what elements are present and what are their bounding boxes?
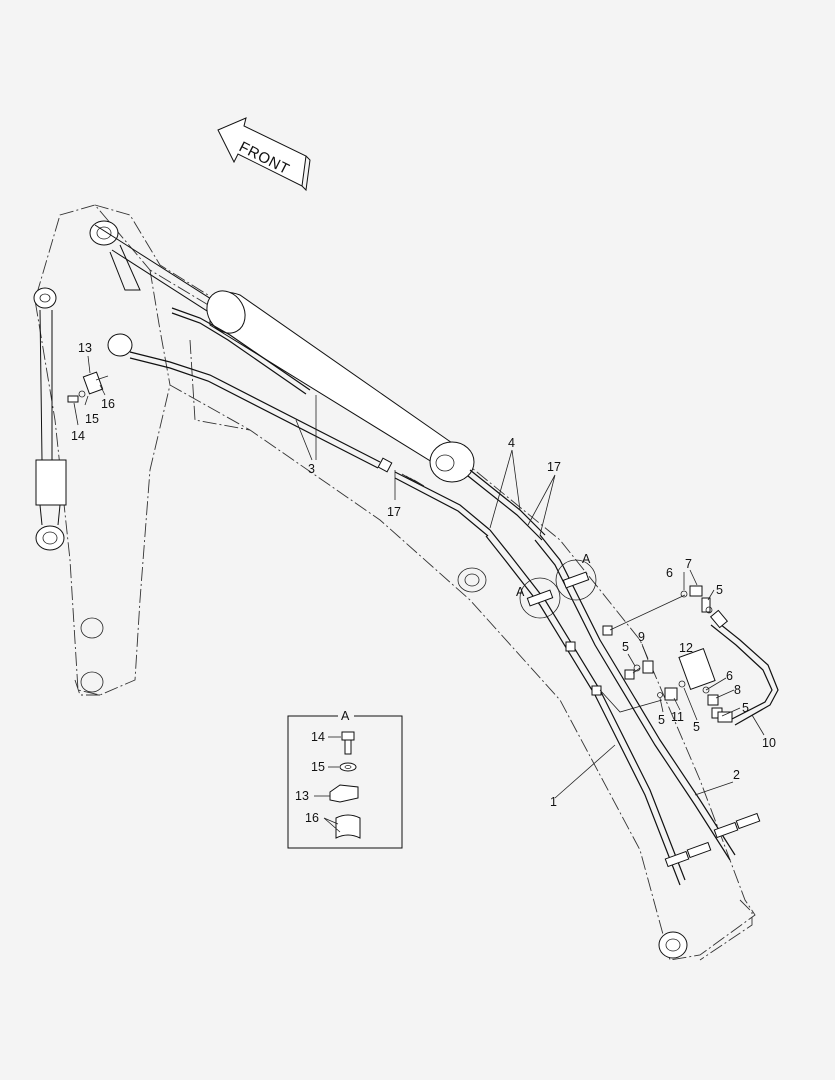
- label-5-upper: 5: [716, 583, 723, 597]
- label-5-low: 5: [658, 713, 665, 727]
- detail-label-15: 15: [311, 760, 325, 774]
- boom-cylinder: [33, 287, 67, 551]
- label-5-lower: 5: [693, 720, 700, 734]
- detail-label-14: 14: [311, 730, 325, 744]
- label-6-upper: 6: [666, 566, 673, 580]
- label-11: 11: [671, 710, 684, 724]
- label-3: 3: [308, 462, 315, 476]
- detail-label-13: 13: [295, 789, 309, 803]
- label-5-right: 5: [742, 701, 749, 715]
- label-1: 1: [550, 795, 557, 809]
- label-12: 12: [679, 641, 693, 655]
- clamp-plate: [329, 784, 359, 803]
- detail-label-16: 16: [305, 811, 319, 825]
- washer: [339, 762, 357, 772]
- label-9: 9: [638, 630, 645, 644]
- label-7: 7: [685, 557, 692, 571]
- label-8: 8: [734, 683, 741, 697]
- label-view-a-lower: A: [516, 585, 525, 599]
- clip-assembly-small: [67, 371, 109, 403]
- pipe-1-and-2: [485, 529, 736, 886]
- detail-view-title: A: [341, 709, 350, 723]
- label-view-a-upper: A: [582, 552, 591, 566]
- label-10: 10: [762, 736, 776, 750]
- label-16: 16: [101, 397, 115, 411]
- leader-lines: [599, 594, 686, 713]
- callout-leaders: [73, 355, 765, 799]
- label-6-lower: 6: [726, 669, 733, 683]
- label-4: 4: [508, 436, 515, 450]
- callout-labels: 13 16 15 14 3 17 4 17 A A 6 7 5 5 9 12 6…: [71, 341, 776, 809]
- detail-view-a: A 14 15 13 16: [287, 708, 403, 849]
- boom-pivot-bosses: [80, 220, 688, 959]
- label-15: 15: [85, 412, 99, 426]
- label-17: 17: [387, 505, 401, 519]
- arm-cylinder: [94, 224, 475, 483]
- hose-17: [394, 469, 546, 541]
- bolt-head: [341, 731, 355, 741]
- bolt-shank: [344, 739, 352, 755]
- fittings-cluster: [633, 585, 723, 719]
- front-direction-arrow: FRONT: [217, 117, 311, 192]
- pipe-clamps: [519, 559, 761, 868]
- hose-10: [709, 609, 779, 726]
- label-2: 2: [733, 768, 740, 782]
- label-17-upper: 17: [547, 460, 561, 474]
- pipe-tee-fittings: [565, 625, 635, 696]
- clamp-sleeve: [335, 814, 361, 839]
- label-14: 14: [71, 429, 85, 443]
- label-13: 13: [78, 341, 92, 355]
- pipe-assembly-3: [129, 307, 393, 473]
- label-5-mid: 5: [622, 640, 629, 654]
